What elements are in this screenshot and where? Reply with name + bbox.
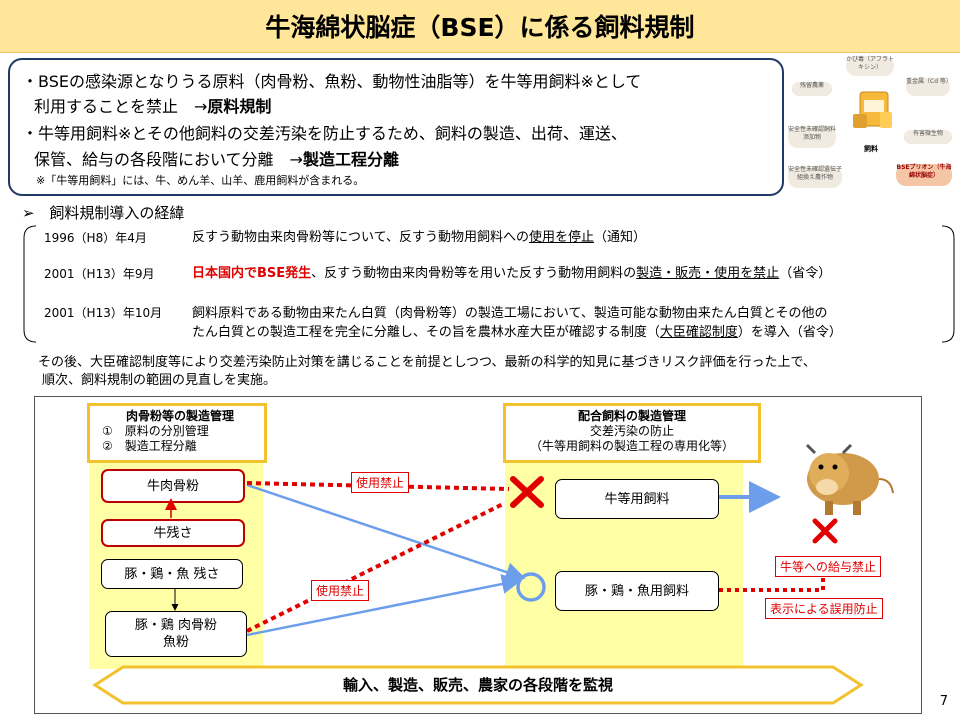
- page-title: 牛海綿状脳症（BSE）に係る飼料規制: [265, 13, 695, 42]
- hazard-heavy-metal: 重金属（Cd 等）: [906, 78, 952, 96]
- right-label-line-2: （牛等用飼料の製造工程の専用化等）: [529, 439, 734, 453]
- left-label-title: 肉骨粉等の製造管理: [125, 409, 234, 423]
- summary-line-1: ・BSEの感染源となりうる原料（肉骨粉、魚粉、動物性油脂等）を牛等用飼料※として: [22, 72, 642, 91]
- ban-tag-1: 使用禁止: [351, 472, 410, 493]
- circle-ok-icon: [516, 572, 546, 602]
- title-bar: 牛海綿状脳症（BSE）に係る飼料規制: [0, 0, 960, 53]
- history-text-1-key: 使用を停止: [528, 230, 594, 245]
- feed-bag-icon: [853, 91, 892, 128]
- left-label-item-1: ① 原料の分別管理: [102, 424, 209, 438]
- history-text-3-line2: たん白質との製造工程を完全に分離し、その旨を農林水産大臣が確認する制度（大臣確認…: [192, 323, 842, 342]
- history-text-2-key: 製造・販売・使用を禁止: [636, 266, 780, 281]
- arrow-pork-mbm-to-pork-feed: [246, 574, 522, 637]
- hazard-unapproved-additive: 安全性未確認飼料添加物: [788, 126, 836, 148]
- history-year-3: 2001（H13）年10月: [44, 306, 163, 320]
- right-label-title: 配合飼料の製造管理: [577, 409, 686, 423]
- feed-control-diagram: 肉骨粉等の製造管理 ① 原料の分別管理 ② 製造工程分離 配合飼料の製造管理 交…: [34, 396, 922, 714]
- history-brackets: [23, 225, 955, 343]
- double-arrow-icon: [92, 665, 864, 705]
- history-text-1-post: （通知）: [593, 230, 646, 245]
- left-label-box: 肉骨粉等の製造管理 ① 原料の分別管理 ② 製造工程分離: [87, 403, 267, 463]
- summary-line-2-text: 利用することを禁止 →: [34, 97, 208, 116]
- after-line-1: その後、大臣確認制度等により交差汚染防止対策を講じることを前提としつつ、最新の科…: [38, 355, 816, 370]
- summary-line-4-text: 保管、給与の各段階において分離 →: [34, 150, 303, 169]
- pork-feed-node: 豚・鶏・魚用飼料: [555, 571, 719, 611]
- history-text-2-alert: 日本国内でBSE発生: [192, 266, 312, 281]
- history-text-2-pre: 、反すう動物由来肉骨粉等を用いた反すう動物用飼料の: [311, 266, 637, 281]
- after-line-2: 順次、飼料規制の範囲の見直しを実施。: [42, 373, 277, 388]
- banned-route-1: [246, 481, 510, 491]
- history-text-2: 日本国内でBSE発生、反すう動物由来肉骨粉等を用いた反すう動物用飼料の製造・販売…: [192, 264, 831, 283]
- warning-route-pork-feed: [719, 569, 825, 592]
- label-prevent-tag: 表示による誤用防止: [765, 598, 883, 619]
- cross-icon: [510, 476, 544, 508]
- page-number: 7: [939, 694, 948, 709]
- summary-note: ※「牛等用飼料」には、牛、めん羊、山羊、鹿用飼料が含まれる。: [36, 174, 365, 187]
- feed-ban-tag: 牛等への給与禁止: [775, 556, 882, 577]
- cattle-feed-node: 牛等用飼料: [555, 479, 719, 519]
- feed-center-label: 飼料: [864, 145, 878, 153]
- history-text-1: 反すう動物由来肉骨粉等について、反すう動物用飼料への使用を停止（通知）: [192, 228, 646, 247]
- right-label-line-1: 交差汚染の防止: [589, 424, 674, 438]
- pork-mbm-node: 豚・鶏 肉骨粉 魚粉: [105, 611, 247, 657]
- history-heading-text: 飼料規制導入の経緯: [49, 204, 185, 222]
- after-paragraph: その後、大臣確認制度等により交差汚染防止対策を講じることを前提としつつ、最新の科…: [38, 354, 816, 390]
- beef-residue-node: 牛残さ: [101, 519, 245, 547]
- history-text-1-pre: 反すう動物由来肉骨粉等について、反すう動物用飼料への: [192, 230, 529, 245]
- history-box: 1996（H8）年4月 反すう動物由来肉骨粉等について、反すう動物用飼料への使用…: [22, 222, 956, 346]
- cow-icon: [805, 443, 894, 515]
- history-text-2-post: （省令）: [779, 266, 832, 281]
- left-label-item-2: ② 製造工程分離: [102, 439, 197, 453]
- summary-keyword-2: 製造工程分離: [302, 150, 399, 169]
- pork-mbm-line-1: 豚・鶏 肉骨粉: [134, 618, 218, 633]
- hazard-bse-prion: BSEプリオン（牛海綿状脳症）: [896, 164, 952, 186]
- hazard-gmo: 安全性未確認遺伝子組換え農作物: [788, 166, 842, 188]
- history-text-3-key: 大臣確認制度: [659, 325, 738, 340]
- pork-mbm-line-2: 魚粉: [162, 635, 189, 650]
- summary-keyword-1: 原料規制: [207, 97, 272, 116]
- feed-hazard-illustration: かび毒（アフラトキシン） 残留農薬 重金属（Cd 等） 安全性未確認飼料添加物 …: [788, 56, 954, 192]
- banned-route-2: [246, 501, 506, 633]
- cross-icon-cattle: [812, 518, 838, 544]
- history-text-3-line1: 飼料原料である動物由来たん白質（肉骨粉等）の製造工場において、製造可能な動物由来…: [192, 306, 828, 321]
- history-text-3-post: ）を導入（省令）: [737, 325, 842, 340]
- summary-box: ・BSEの感染源となりうる原料（肉骨粉、魚粉、動物性油脂等）を牛等用飼料※として…: [8, 58, 784, 196]
- ban-tag-2: 使用禁止: [311, 580, 370, 601]
- summary-line-2: 利用することを禁止 →原料規制: [34, 93, 271, 117]
- history-year-2: 2001（H13）年9月: [44, 267, 155, 281]
- monitoring-text: 輸入、製造、販売、農家の各段階を監視: [342, 676, 613, 694]
- history-heading: ➢ 飼料規制導入の経緯: [22, 202, 184, 223]
- arrow-beef-to-pork-feed: [246, 483, 526, 582]
- hazard-pesticide: 残留農薬: [792, 82, 832, 96]
- right-label-box: 配合飼料の製造管理 交差汚染の防止 （牛等用飼料の製造工程の専用化等）: [503, 403, 761, 463]
- hazard-microbe: 有害微生物: [904, 130, 952, 144]
- diagram-connectors: [92, 443, 894, 705]
- hazard-mycotoxin: かび毒（アフラトキシン）: [846, 56, 894, 76]
- history-year-1: 1996（H8）年4月: [44, 231, 147, 245]
- history-text-3: 飼料原料である動物由来たん白質（肉骨粉等）の製造工場において、製造可能な動物由来…: [192, 304, 842, 342]
- pork-residue-node: 豚・鶏・魚 残さ: [101, 559, 243, 589]
- bullet-icon: ➢: [22, 204, 35, 222]
- history-text-3-pre: たん白質との製造工程を完全に分離し、その旨を農林水産大臣が確認する制度（: [192, 325, 660, 340]
- summary-line-4: 保管、給与の各段階において分離 →製造工程分離: [34, 146, 399, 170]
- summary-line-3: ・牛等用飼料※とその他飼料の交差汚染を防止するため、飼料の製造、出荷、運送、: [22, 124, 627, 143]
